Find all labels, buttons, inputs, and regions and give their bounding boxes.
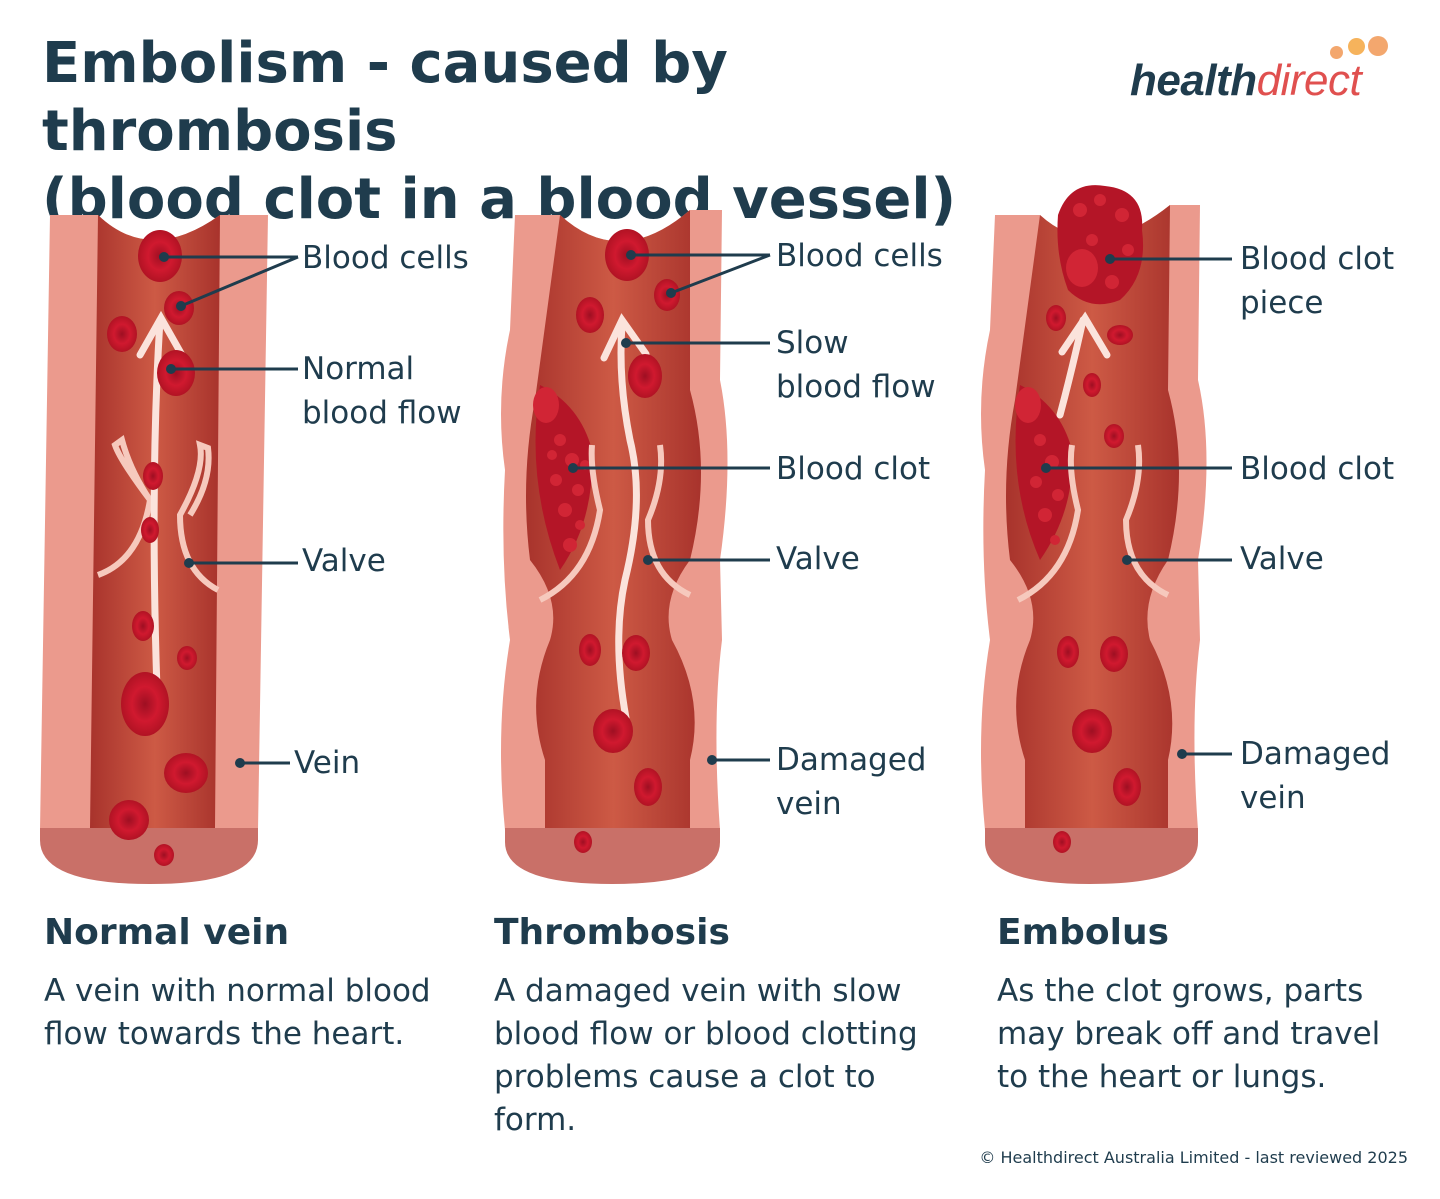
thrombosis-valve-left (538, 444, 604, 603)
label-blood-cells-1: Blood cells (302, 240, 469, 276)
thrombosis-vein-rim (505, 828, 720, 884)
thrombosis-blood-cells (574, 229, 680, 853)
leader-dots (159, 250, 1187, 768)
label-valve-1: Valve (302, 543, 386, 579)
description-thrombosis: A damaged vein with slow blood flow or b… (494, 973, 918, 1138)
label-vein: Vein (294, 745, 361, 781)
embolus-blood-cells (1046, 305, 1141, 853)
description-embolus: As the clot grows, parts may break off a… (997, 973, 1381, 1095)
logo-wordmark: healthdirect (1130, 56, 1362, 105)
normal-flow-arrow (150, 316, 164, 694)
description-normal-vein: A vein with normal blood flow towards th… (44, 973, 431, 1052)
embolus-clot-piece-cells (1066, 194, 1134, 289)
embolus-flow-arrowhead (1058, 311, 1111, 359)
normal-vein-figure (40, 215, 268, 884)
label-blood-clot-piece: Blood clot piece (1240, 241, 1395, 321)
embolus-valve-left (1016, 444, 1082, 603)
label-blood-clot-2: Blood clot (776, 451, 931, 487)
title-rest: - caused by thrombosis (42, 31, 728, 164)
embolus-clot-cells (1015, 387, 1064, 545)
leader-lines (164, 253, 1232, 765)
thrombosis-figure (501, 210, 728, 884)
title-line2: (blood clot in a blood vessel) (42, 167, 957, 232)
label-damaged-vein-3: Damaged vein (1240, 736, 1391, 816)
label-valve-3: Valve (1240, 541, 1324, 577)
label-slow-blood-flow: Slow blood flow (776, 325, 936, 405)
normal-blood-cells (107, 230, 208, 866)
copyright-credit: © Healthdirect Australia Limited - last … (979, 1148, 1408, 1167)
page-title: Embolism - caused by thrombosis (blood c… (42, 30, 1042, 234)
logo-dot-2 (1348, 38, 1365, 55)
title-bold: Embolism (42, 31, 348, 96)
heading-embolus: Embolus (997, 912, 1170, 953)
slow-flow-arrow (615, 321, 640, 722)
label-damaged-vein-2: Damaged vein (776, 742, 927, 822)
embolus-figure (981, 185, 1207, 884)
healthdirect-logo: healthdirect (1130, 30, 1420, 120)
normal-vein-rim (40, 828, 258, 884)
embolus-vein-rim (985, 828, 1198, 884)
label-blood-cells-2: Blood cells (776, 238, 943, 274)
thrombosis-clot-cells (533, 387, 590, 552)
logo-dot-3 (1368, 36, 1388, 56)
label-valve-2: Valve (776, 541, 860, 577)
label-blood-clot-3: Blood clot (1240, 451, 1395, 487)
normal-valve-left (96, 435, 154, 578)
embolus-vein-lumen (1006, 205, 1179, 828)
normal-flow-arrowhead (136, 310, 186, 359)
label-normal-blood-flow: Normal blood flow (302, 351, 462, 431)
heading-thrombosis: Thrombosis (494, 912, 730, 953)
heading-normal-vein: Normal vein (44, 912, 290, 953)
logo-dot-1 (1330, 46, 1343, 59)
